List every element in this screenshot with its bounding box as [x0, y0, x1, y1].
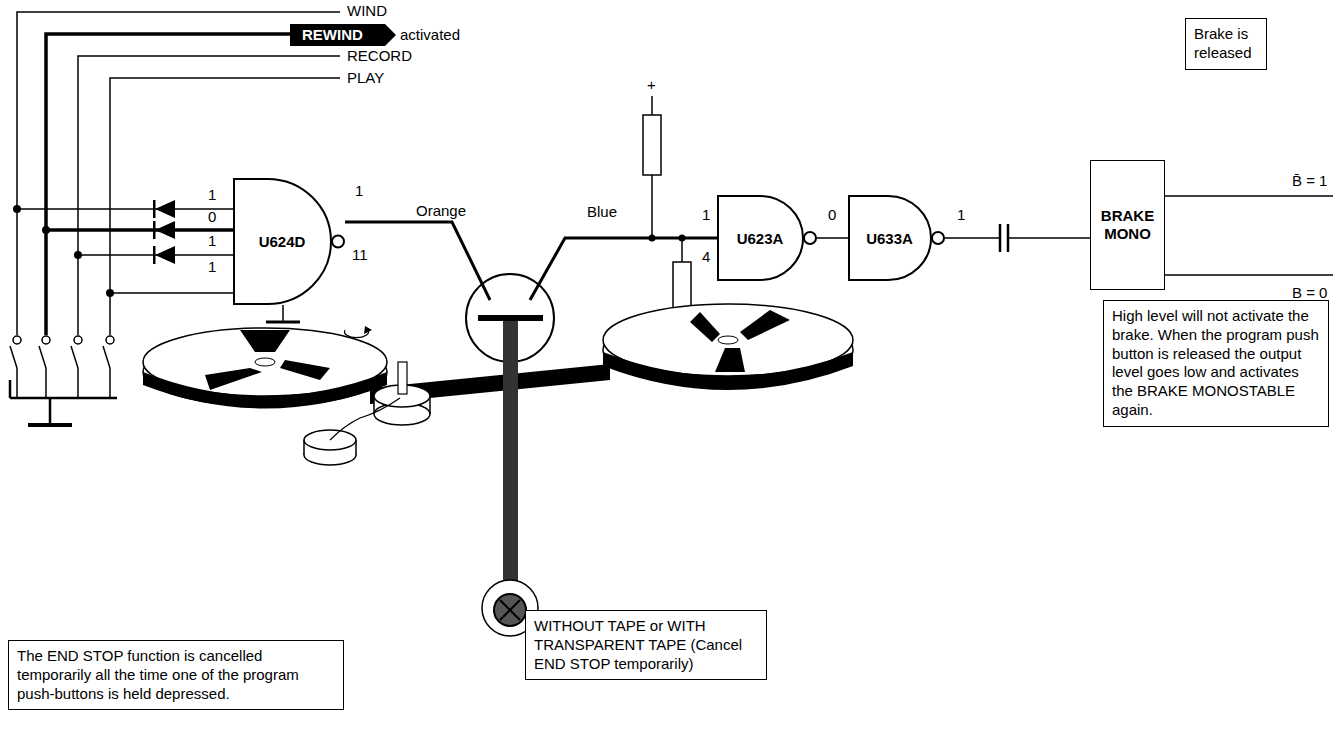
signal-label: 0: [206, 208, 218, 225]
signal-label: activated: [398, 26, 462, 43]
activated-banner: [290, 24, 396, 46]
signal-label: RECORD: [345, 47, 414, 64]
tape-reels: [143, 304, 853, 636]
signal-label: 1: [206, 258, 218, 275]
status-box: Brake is released: [1185, 18, 1267, 70]
switch-row: [10, 336, 117, 425]
signal-label: PLAY: [345, 69, 386, 86]
box-text: BRAKE MONO: [1095, 207, 1160, 243]
signal-label: 0: [826, 206, 838, 223]
play-wire: [110, 78, 340, 335]
signal-label: +: [645, 76, 658, 93]
signal-label: B = 0: [1290, 284, 1329, 301]
blue-wire: [530, 238, 717, 300]
monostable-box: BRAKE MONO: [1090, 160, 1165, 290]
signal-label: 1: [700, 206, 712, 223]
signal-label: 11: [350, 246, 370, 263]
note-box: High level will not activate the brake. …: [1103, 300, 1329, 427]
box-text: WITHOUT TAPE or WITH TRANSPARENT TAPE (C…: [534, 617, 758, 673]
record-wire: [78, 56, 340, 335]
signal-label: Orange: [414, 202, 468, 219]
box-text: Brake is released: [1194, 25, 1258, 63]
signal-label: 1: [206, 232, 218, 249]
signal-label: B̄ = 1: [1290, 172, 1329, 189]
signal-label: Blue: [585, 203, 619, 220]
diode-symbol: [153, 200, 175, 264]
resistor-symbol: [643, 115, 661, 175]
signal-label: 1: [955, 206, 967, 223]
nand-gate: U623A: [717, 195, 817, 281]
signal-label: 4: [700, 248, 712, 265]
note-box: The END STOP function is cancelled tempo…: [8, 640, 344, 710]
signal-label: REWIND: [300, 26, 365, 43]
nand-gate: U633A: [848, 195, 945, 281]
nand-gate: U624D: [233, 178, 345, 305]
gate-label: U633A: [866, 230, 927, 247]
signal-label: WIND: [345, 2, 389, 19]
gate-label: U623A: [737, 230, 798, 247]
signal-label: 1: [353, 182, 365, 199]
capacitor-symbol: [999, 224, 1002, 252]
box-text: The END STOP function is cancelled tempo…: [17, 647, 335, 703]
gate-label: U624D: [259, 233, 320, 250]
wind-wire: [17, 12, 340, 335]
signal-label: 1: [206, 186, 218, 203]
box-text: High level will not activate the brake. …: [1112, 307, 1320, 420]
orange-wire: [345, 222, 490, 300]
signal-wire: [817, 237, 848, 239]
note-box: WITHOUT TAPE or WITH TRANSPARENT TAPE (C…: [525, 610, 767, 680]
